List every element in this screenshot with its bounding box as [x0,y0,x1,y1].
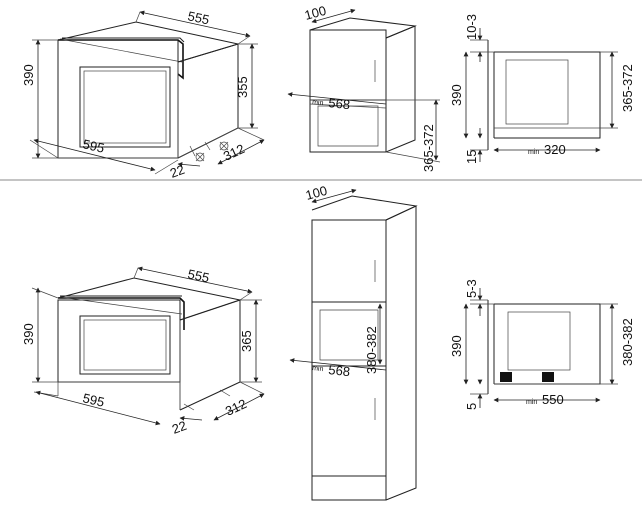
bottom-cabinet-top: 100 [304,183,329,203]
top-section-bottom-gap: 15 [464,150,479,164]
top-oven-front-width: 595 [81,136,106,155]
bottom-cabinet-min-prefix: min [312,365,324,373]
bottom-section-depth-min: 550 [542,392,564,407]
top-oven-bottom-depth: 312 [221,141,247,164]
bottom-section-top-gap: 5-3 [464,279,479,298]
top-oven-dimensions: 555 390 355 595 312 22 [21,8,265,181]
top-cabinet-top: 100 [303,3,328,23]
top-section-height: 390 [449,84,464,106]
bottom-section-bottom-gap: 5 [464,403,479,410]
bottom-section-min-prefix: min [526,399,537,406]
top-oven-depth: 355 [235,76,250,98]
top-section-depth-min: 320 [544,142,566,157]
top-section-opening: 365-372 [620,64,635,112]
bottom-section-drawing [487,300,601,394]
top-cabinet-depth-min: 568 [328,95,351,112]
bottom-section-opening: 380-382 [620,318,635,366]
bottom-oven-dimensions: 555 390 365 595 312 22 [21,266,265,437]
top-cabinet-dimensions: 100 min 568 365-372 [287,3,441,172]
top-oven-width: 555 [186,8,210,27]
bottom-section-height: 390 [449,335,464,357]
top-cabinet-min-prefix: min [312,99,324,107]
top-oven-foot: 22 [168,162,187,181]
bottom-oven-depth: 365 [239,330,254,352]
bottom-oven-width: 555 [186,266,210,285]
bottom-cabinet-drawing [311,195,418,501]
bottom-oven-foot: 22 [170,418,189,437]
top-section-dimensions: 10-3 390 365-372 15 min 320 [449,14,635,164]
bottom-section-foot-left [500,372,512,382]
bottom-oven-height: 390 [21,323,36,345]
top-oven-height: 390 [21,64,36,86]
bottom-cabinet-dimensions: 100 min 568 380-382 [289,183,387,379]
top-section-drawing [487,40,601,150]
bottom-oven-front-width: 595 [81,390,106,409]
bottom-oven-bottom-depth: 312 [223,396,249,419]
top-section-top-gap: 10-3 [464,14,479,40]
top-cabinet-drawing [309,17,417,153]
bottom-cabinet-opening: 380-382 [364,326,379,374]
top-section-min-prefix: min [528,149,539,156]
bottom-section-foot-right [542,372,554,382]
bottom-cabinet-depth-min: 568 [328,362,351,379]
top-cabinet-opening: 365-372 [421,124,436,172]
bottom-section-dimensions: 5-3 390 380-382 5 min 550 [449,279,635,410]
